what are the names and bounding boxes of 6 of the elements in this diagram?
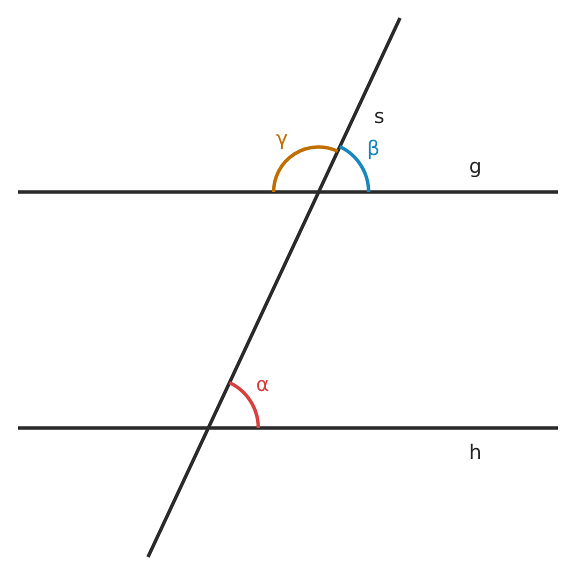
angle-label: β (367, 137, 380, 159)
angle-label: α (256, 373, 270, 395)
line-label: s (374, 105, 384, 127)
line-label: h (469, 441, 482, 463)
line-label: g (469, 155, 482, 177)
angle-label: γ (276, 127, 288, 149)
